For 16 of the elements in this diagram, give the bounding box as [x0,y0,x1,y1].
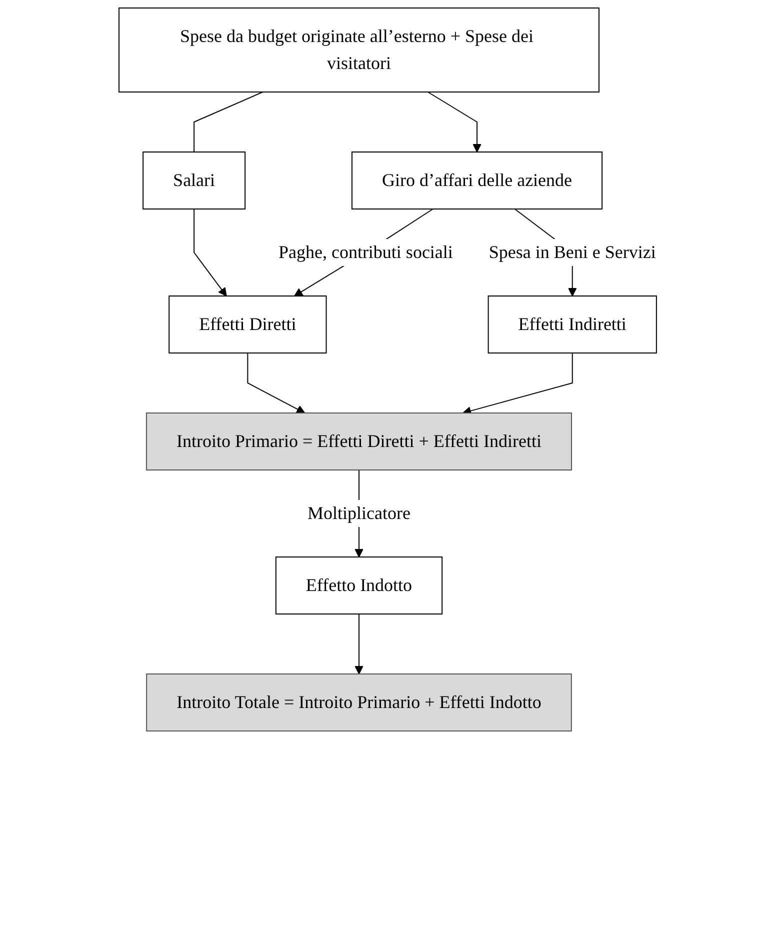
edge-label: Paghe, contributi sociali [278,242,453,262]
arrow [354,613,364,674]
arrow [193,208,227,296]
node-box: Introito Primario = Effetti Diretti + Effetti Indiretti [146,412,572,470]
node-box: Giro d’affari delle aziende [351,152,602,210]
edge-label: Moltiplicatore [307,502,410,523]
node-box: Effetti Diretti [168,296,327,354]
node-box: Spese da budget originate all’esterno + Spese dei visitatori [118,8,600,92]
node-box: Effetto Indotto [275,556,442,614]
edge-label: Spesa in Beni e Servizi [488,242,656,262]
arrow [246,352,305,414]
node-box: Effetti Indiretti [488,296,657,354]
node-box: Introito Totale = Introito Primario + Effetti Indotto [146,673,572,732]
node-box: Salari [142,152,246,210]
connector [193,92,264,152]
arrow [427,92,482,152]
